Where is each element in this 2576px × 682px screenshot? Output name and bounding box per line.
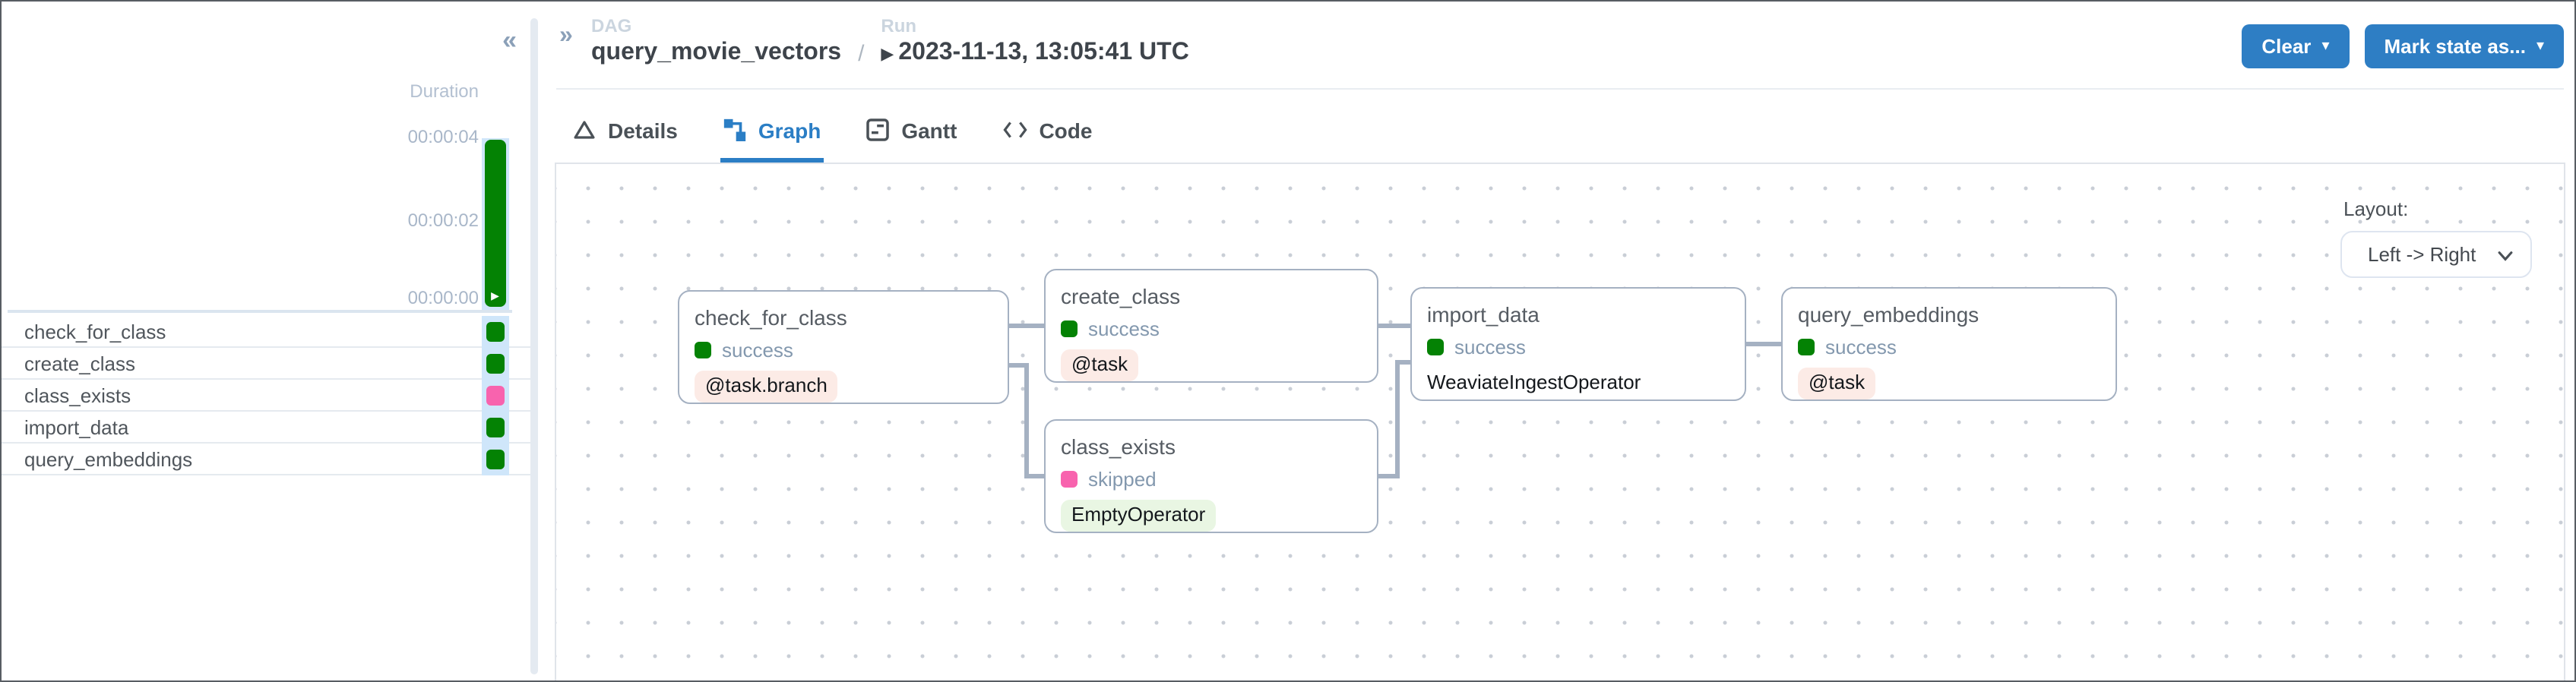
- tab-graph[interactable]: Graph: [720, 102, 824, 163]
- task-name: check_for_class: [24, 320, 166, 343]
- selected-run-play-icon: ▶: [491, 292, 499, 302]
- gantt-sidebar: « Duration 00:00:04 00:00:02 00:00:00 ▶ …: [2, 2, 530, 680]
- task-status-square[interactable]: [486, 418, 504, 437]
- node-operator-badge: @task: [1061, 349, 1139, 381]
- caret-down-icon: ▾: [2536, 38, 2544, 55]
- code-icon: [1002, 120, 1027, 140]
- tab-details[interactable]: Details: [570, 102, 681, 163]
- chevron-down-icon: [2497, 241, 2514, 268]
- node-title: check_for_class: [695, 305, 847, 329]
- node-operator-badge: WeaviateIngestOperator: [1427, 371, 1641, 394]
- gantt-icon: [866, 118, 890, 141]
- layout-select[interactable]: Left -> Right: [2340, 231, 2532, 278]
- edge-exists-to-import: [1394, 360, 1399, 478]
- graph-icon: [723, 118, 746, 141]
- header-divider: [556, 88, 2564, 90]
- node-status-label: success: [1088, 317, 1160, 341]
- duration-axis-label: Duration: [410, 81, 479, 102]
- task-name: create_class: [24, 352, 135, 374]
- tab-gantt[interactable]: Gantt: [863, 102, 960, 163]
- graph-node-check-for-class[interactable]: check_for_class success @task.branch: [678, 289, 1009, 403]
- node-status-square: [1798, 339, 1815, 356]
- edge-create-to-import: [1378, 323, 1410, 327]
- node-status-square: [1061, 471, 1078, 488]
- run-timestamp: ▶2023-11-13, 13:05:41 UTC: [881, 39, 1189, 66]
- edge-check-to-exists: [1009, 362, 1029, 367]
- duration-tick: 00:00:02: [407, 210, 479, 231]
- task-name: query_embeddings: [24, 447, 193, 470]
- edge-exists-to-import: [1394, 360, 1411, 365]
- task-row[interactable]: import_data: [2, 412, 530, 444]
- clear-button[interactable]: Clear ▾: [2242, 24, 2350, 68]
- node-status-label: skipped: [1088, 468, 1157, 491]
- task-name: import_data: [24, 415, 129, 438]
- duration-tick: 00:00:04: [407, 126, 479, 147]
- mark-state-button[interactable]: Mark state as... ▾: [2364, 24, 2564, 68]
- breadcrumb: DAG query_movie_vectors / Run ▶2023-11-1…: [591, 15, 1189, 70]
- node-status-label: success: [1825, 336, 1897, 359]
- edge-check-to-create: [1009, 323, 1044, 327]
- node-title: class_exists: [1061, 434, 1176, 458]
- selected-run-column: ▶: [482, 138, 509, 310]
- task-status-square[interactable]: [486, 386, 504, 406]
- node-title: query_embeddings: [1798, 302, 1979, 326]
- node-status-label: success: [1454, 336, 1526, 359]
- run-duration-bar[interactable]: ▶: [485, 140, 505, 307]
- warning-triangle-icon: [573, 118, 596, 141]
- edge-check-to-exists: [1024, 473, 1044, 478]
- edge-check-to-exists: [1024, 362, 1029, 478]
- graph-node-class-exists[interactable]: class_exists skipped EmptyOperator: [1044, 418, 1378, 532]
- task-list: check_for_class create_class class_exist…: [2, 316, 530, 475]
- task-status-column: [482, 316, 509, 475]
- duration-tick: 00:00:00: [407, 287, 479, 308]
- node-operator-badge: EmptyOperator: [1061, 500, 1217, 532]
- task-name: class_exists: [24, 384, 131, 406]
- run-breadcrumb-label: Run: [881, 15, 917, 36]
- panel-resize-handle[interactable]: [530, 18, 538, 674]
- node-status-square: [1061, 320, 1078, 338]
- node-operator-badge: @task: [1798, 368, 1876, 399]
- layout-label: Layout:: [2343, 197, 2409, 220]
- task-row[interactable]: create_class: [2, 348, 530, 380]
- tab-code[interactable]: Code: [999, 102, 1095, 163]
- graph-node-query-embeddings[interactable]: query_embeddings success @task: [1781, 286, 2117, 400]
- task-status-square[interactable]: [486, 322, 504, 342]
- run-play-icon: ▶: [881, 46, 894, 65]
- task-row[interactable]: query_embeddings: [2, 444, 530, 475]
- edge-import-to-query: [1746, 341, 1781, 346]
- node-status-label: success: [722, 339, 793, 362]
- node-status-square: [1427, 339, 1444, 356]
- edge-exists-to-import: [1378, 473, 1398, 478]
- dag-name-link[interactable]: query_movie_vectors: [591, 39, 842, 66]
- task-status-square[interactable]: [486, 450, 504, 469]
- breadcrumb-separator: /: [858, 41, 865, 68]
- node-operator-badge: @task.branch: [695, 371, 838, 403]
- node-title: create_class: [1061, 283, 1181, 308]
- caret-down-icon: ▾: [2321, 38, 2330, 55]
- expand-icon[interactable]: »: [559, 23, 573, 49]
- graph-node-create-class[interactable]: create_class success @task: [1044, 268, 1378, 382]
- collapse-sidebar-icon[interactable]: «: [502, 26, 517, 55]
- task-row[interactable]: class_exists: [2, 380, 530, 412]
- graph-canvas[interactable]: Layout: Left -> Right check_for_clas: [555, 163, 2565, 680]
- view-tabs: Details Graph Gantt Code: [570, 102, 1095, 163]
- task-status-square[interactable]: [486, 354, 504, 374]
- axis-separator: [8, 310, 512, 313]
- task-row[interactable]: check_for_class: [2, 316, 530, 348]
- graph-node-import-data[interactable]: import_data success WeaviateIngestOperat…: [1410, 286, 1746, 400]
- node-title: import_data: [1427, 302, 1540, 326]
- dag-breadcrumb-label: DAG: [591, 15, 632, 36]
- main-panel: » DAG query_movie_vectors / Run ▶2023-11…: [543, 2, 2574, 680]
- node-status-square: [695, 342, 711, 359]
